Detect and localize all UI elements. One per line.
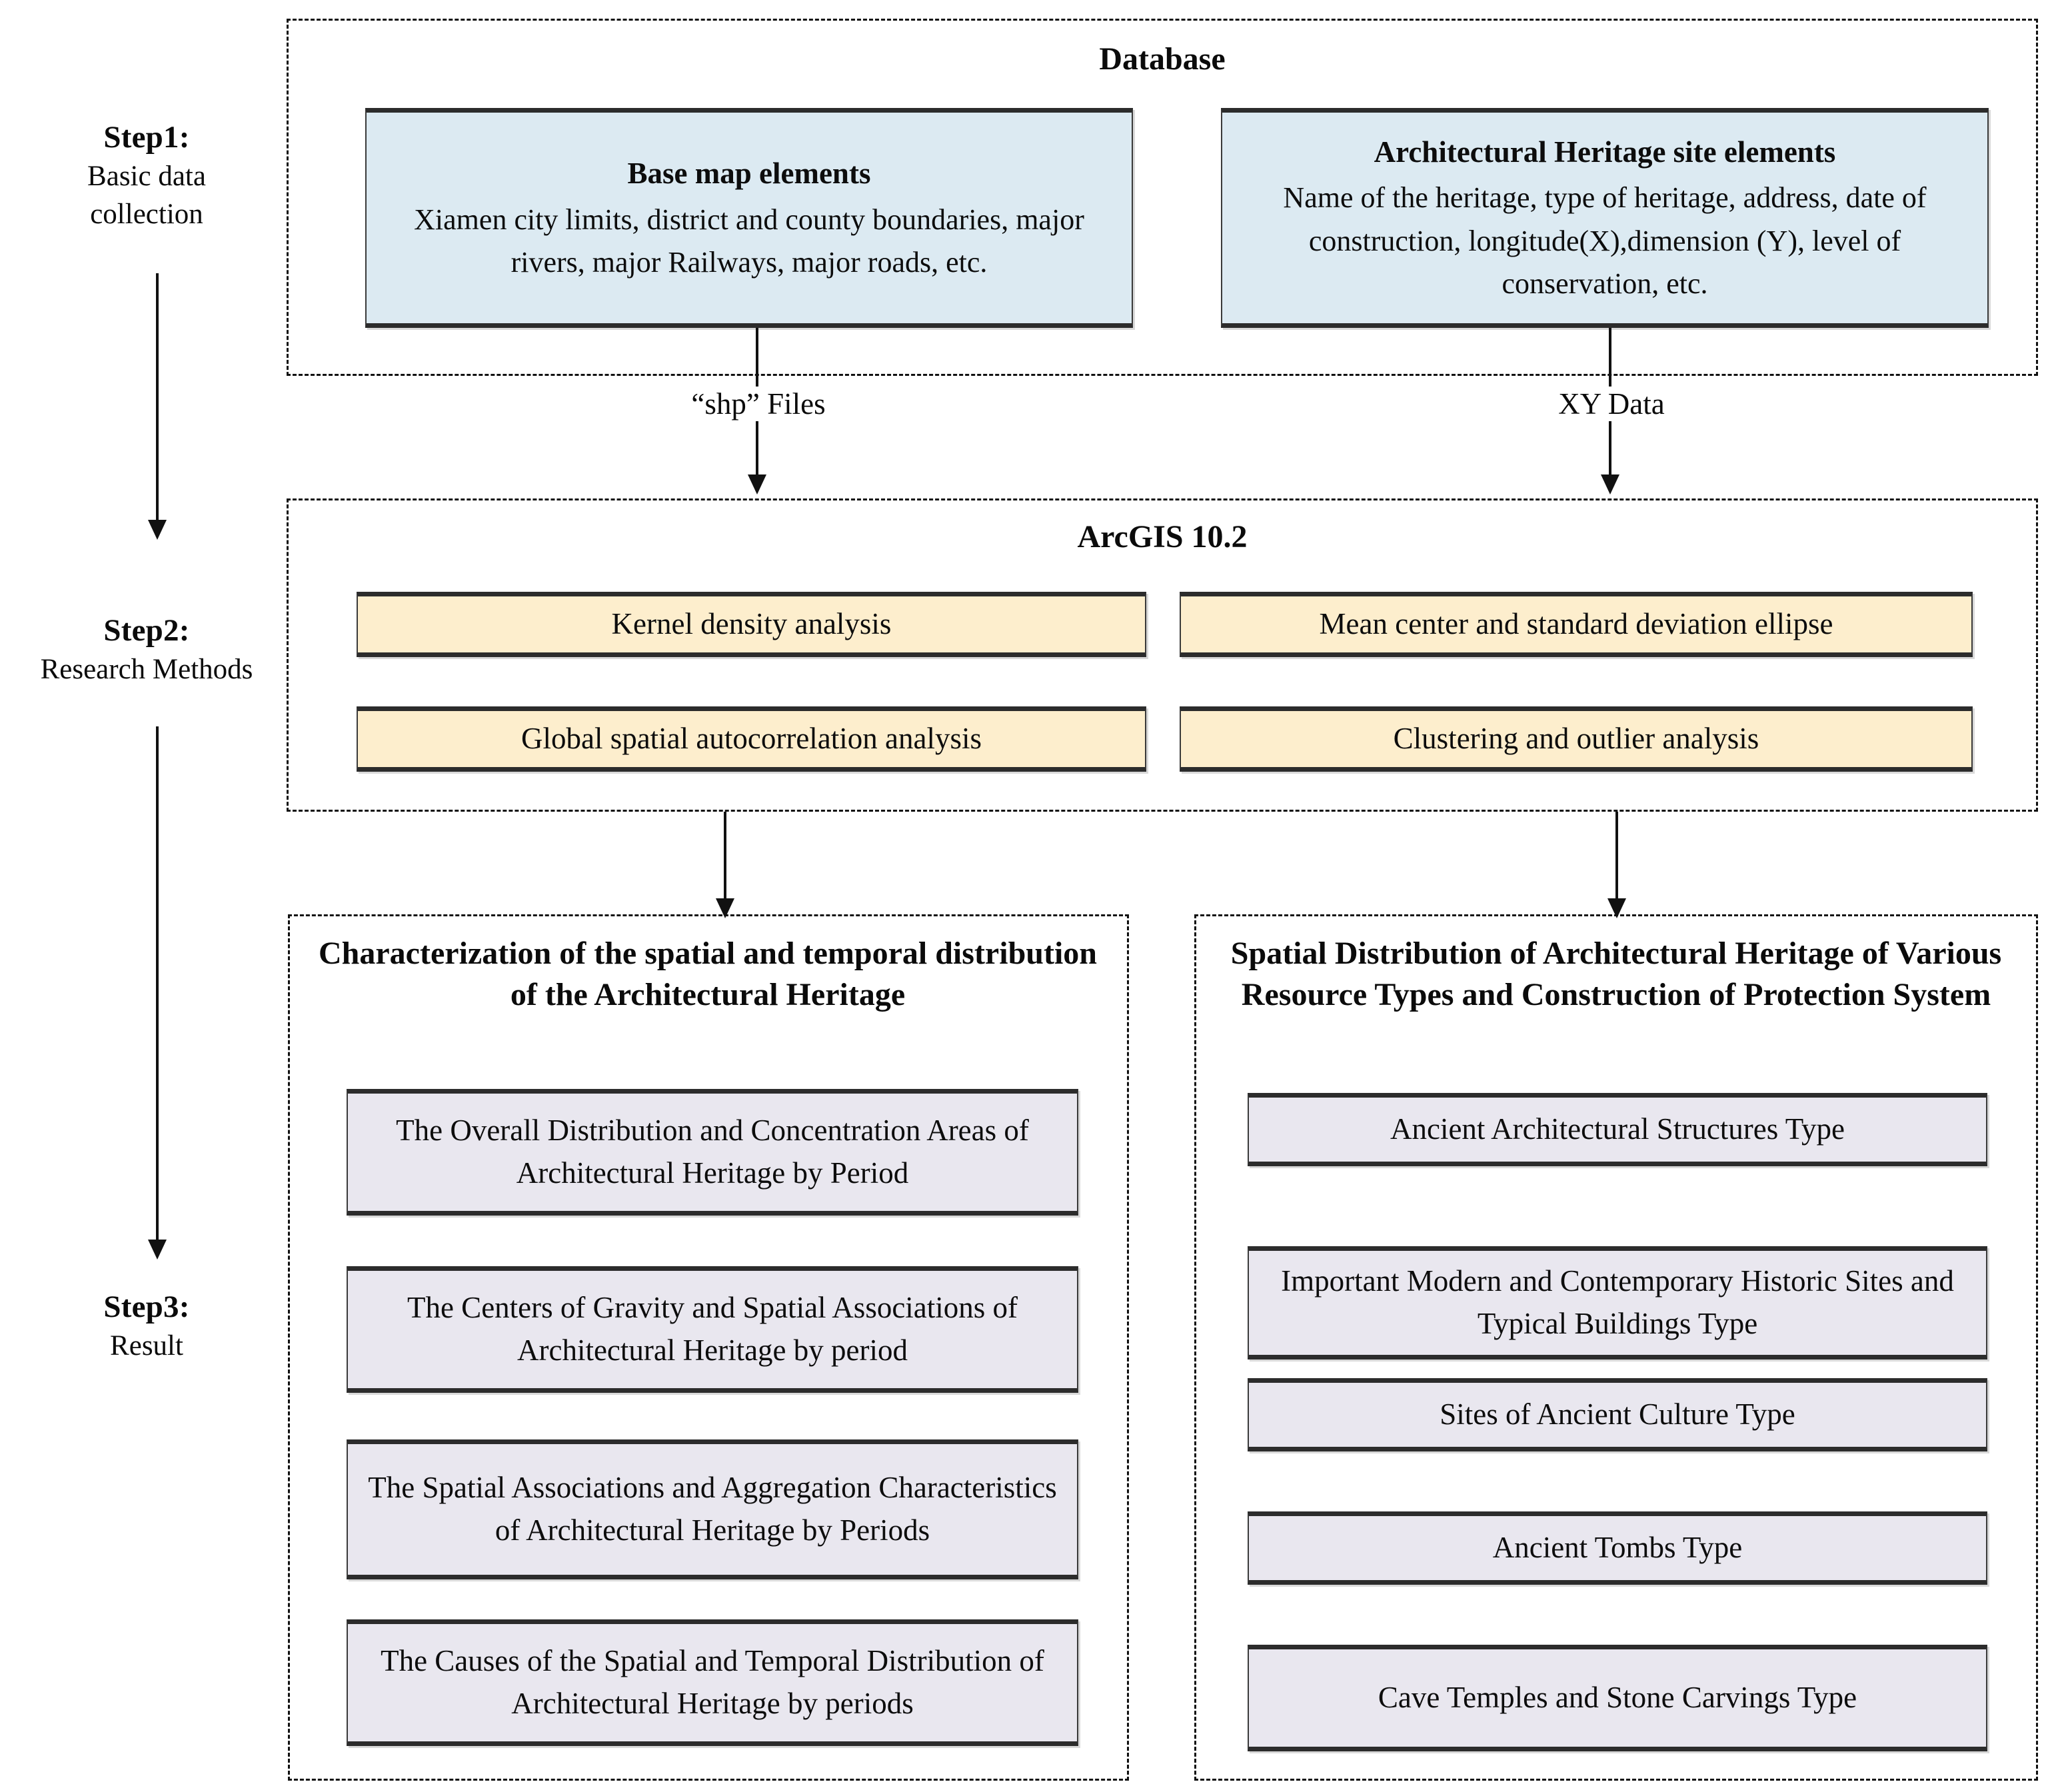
edge-shp-files-label: “shp” Files <box>622 387 894 421</box>
result-left-box-2-label: The Centers of Gravity and Spatial Assoc… <box>407 1291 1018 1367</box>
result-left-box-4[interactable]: The Causes of the Spatial and Temporal D… <box>347 1619 1078 1746</box>
database-box-heritage-site-heading: Architectural Heritage site elements <box>1374 135 1836 169</box>
result-left-box-2[interactable]: The Centers of Gravity and Spatial Assoc… <box>347 1266 1078 1393</box>
step2-subtitle-line1: Research Methods <box>40 654 253 686</box>
database-title: Database <box>1099 41 1226 77</box>
result-right-box-3[interactable]: Sites of Ancient Culture Type <box>1248 1378 1987 1451</box>
rail-arrow-step3 <box>148 1240 167 1260</box>
database-box-base-map[interactable]: Base map elements Xiamen city limits, di… <box>365 108 1133 328</box>
method-box-global-autocorrelation-label: Global spatial autocorrelation analysis <box>520 722 982 756</box>
step2-title: Step2: <box>103 613 190 648</box>
result-left-box-3[interactable]: The Spatial Associations and Aggregation… <box>347 1439 1078 1579</box>
step1-subtitle-line1: Basic data <box>87 161 206 193</box>
edge-shp-files-arrow <box>748 474 766 494</box>
results-left-container <box>288 914 1129 1781</box>
database-container <box>287 19 2038 376</box>
result-right-box-1[interactable]: Ancient Architectural Structures Type <box>1248 1093 1987 1166</box>
result-right-box-5-label: Cave Temples and Stone Carvings Type <box>1378 1681 1857 1715</box>
method-box-clustering-outlier-label: Clustering and outlier analysis <box>1393 722 1759 756</box>
step2-label: Step2: Research Methods <box>7 610 287 689</box>
result-right-box-2[interactable]: Important Modern and Contemporary Histor… <box>1248 1246 1987 1359</box>
method-box-mean-center[interactable]: Mean center and standard deviation ellip… <box>1180 592 1973 657</box>
result-left-box-4-label: The Causes of the Spatial and Temporal D… <box>381 1644 1044 1720</box>
arcgis-title: ArcGIS 10.2 <box>1077 519 1248 554</box>
edge-arcgis-to-right-results-line <box>1615 812 1618 905</box>
result-left-box-1-label: The Overall Distribution and Concentrati… <box>396 1114 1029 1190</box>
database-box-heritage-site[interactable]: Architectural Heritage site elements Nam… <box>1221 108 1989 328</box>
results-right-title: Spatial Distribution of Architectural He… <box>1230 936 2002 1013</box>
result-right-box-5[interactable]: Cave Temples and Stone Carvings Type <box>1248 1645 1987 1751</box>
step1-title: Step1: <box>103 120 190 155</box>
method-box-clustering-outlier[interactable]: Clustering and outlier analysis <box>1180 706 1973 772</box>
rail-connector-step1-step2 <box>156 273 159 526</box>
result-left-box-1[interactable]: The Overall Distribution and Concentrati… <box>347 1089 1078 1216</box>
edge-arcgis-to-left-results-line <box>724 812 726 905</box>
edge-xy-data-arrow <box>1601 474 1619 494</box>
database-box-heritage-site-text: Architectural Heritage site elements Nam… <box>1232 131 1978 305</box>
edge-xy-data-label: XY Data <box>1502 387 1721 421</box>
results-left-title: Characterization of the spatial and temp… <box>319 936 1097 1013</box>
database-box-heritage-site-body: Name of the heritage, type of heritage, … <box>1283 181 1927 300</box>
method-box-mean-center-label: Mean center and standard deviation ellip… <box>1319 607 1833 641</box>
result-left-box-3-label: The Spatial Associations and Aggregation… <box>368 1471 1057 1547</box>
database-box-base-map-body: Xiamen city limits, district and county … <box>414 203 1084 279</box>
database-box-base-map-heading: Base map elements <box>627 156 871 190</box>
result-right-box-4[interactable]: Ancient Tombs Type <box>1248 1511 1987 1585</box>
result-right-box-4-label: Ancient Tombs Type <box>1492 1531 1743 1565</box>
rail-connector-step2-step3 <box>156 726 159 1246</box>
database-box-base-map-text: Base map elements Xiamen city limits, di… <box>376 152 1122 284</box>
method-box-kernel-density-label: Kernel density analysis <box>611 607 892 641</box>
step1-label: Step1: Basic data collection <box>27 117 267 234</box>
result-right-box-3-label: Sites of Ancient Culture Type <box>1440 1397 1795 1431</box>
step3-subtitle-line1: Result <box>110 1330 183 1362</box>
result-right-box-1-label: Ancient Architectural Structures Type <box>1390 1112 1845 1146</box>
step3-title: Step3: <box>103 1290 190 1324</box>
step3-label: Step3: Result <box>27 1286 267 1365</box>
results-right-container <box>1194 914 2038 1781</box>
method-box-global-autocorrelation[interactable]: Global spatial autocorrelation analysis <box>357 706 1146 772</box>
result-right-box-2-label: Important Modern and Contemporary Histor… <box>1281 1264 1954 1340</box>
step1-subtitle-line2: collection <box>90 198 203 230</box>
method-box-kernel-density[interactable]: Kernel density analysis <box>357 592 1146 657</box>
arcgis-container <box>287 498 2038 812</box>
rail-arrow-step2 <box>148 520 167 540</box>
